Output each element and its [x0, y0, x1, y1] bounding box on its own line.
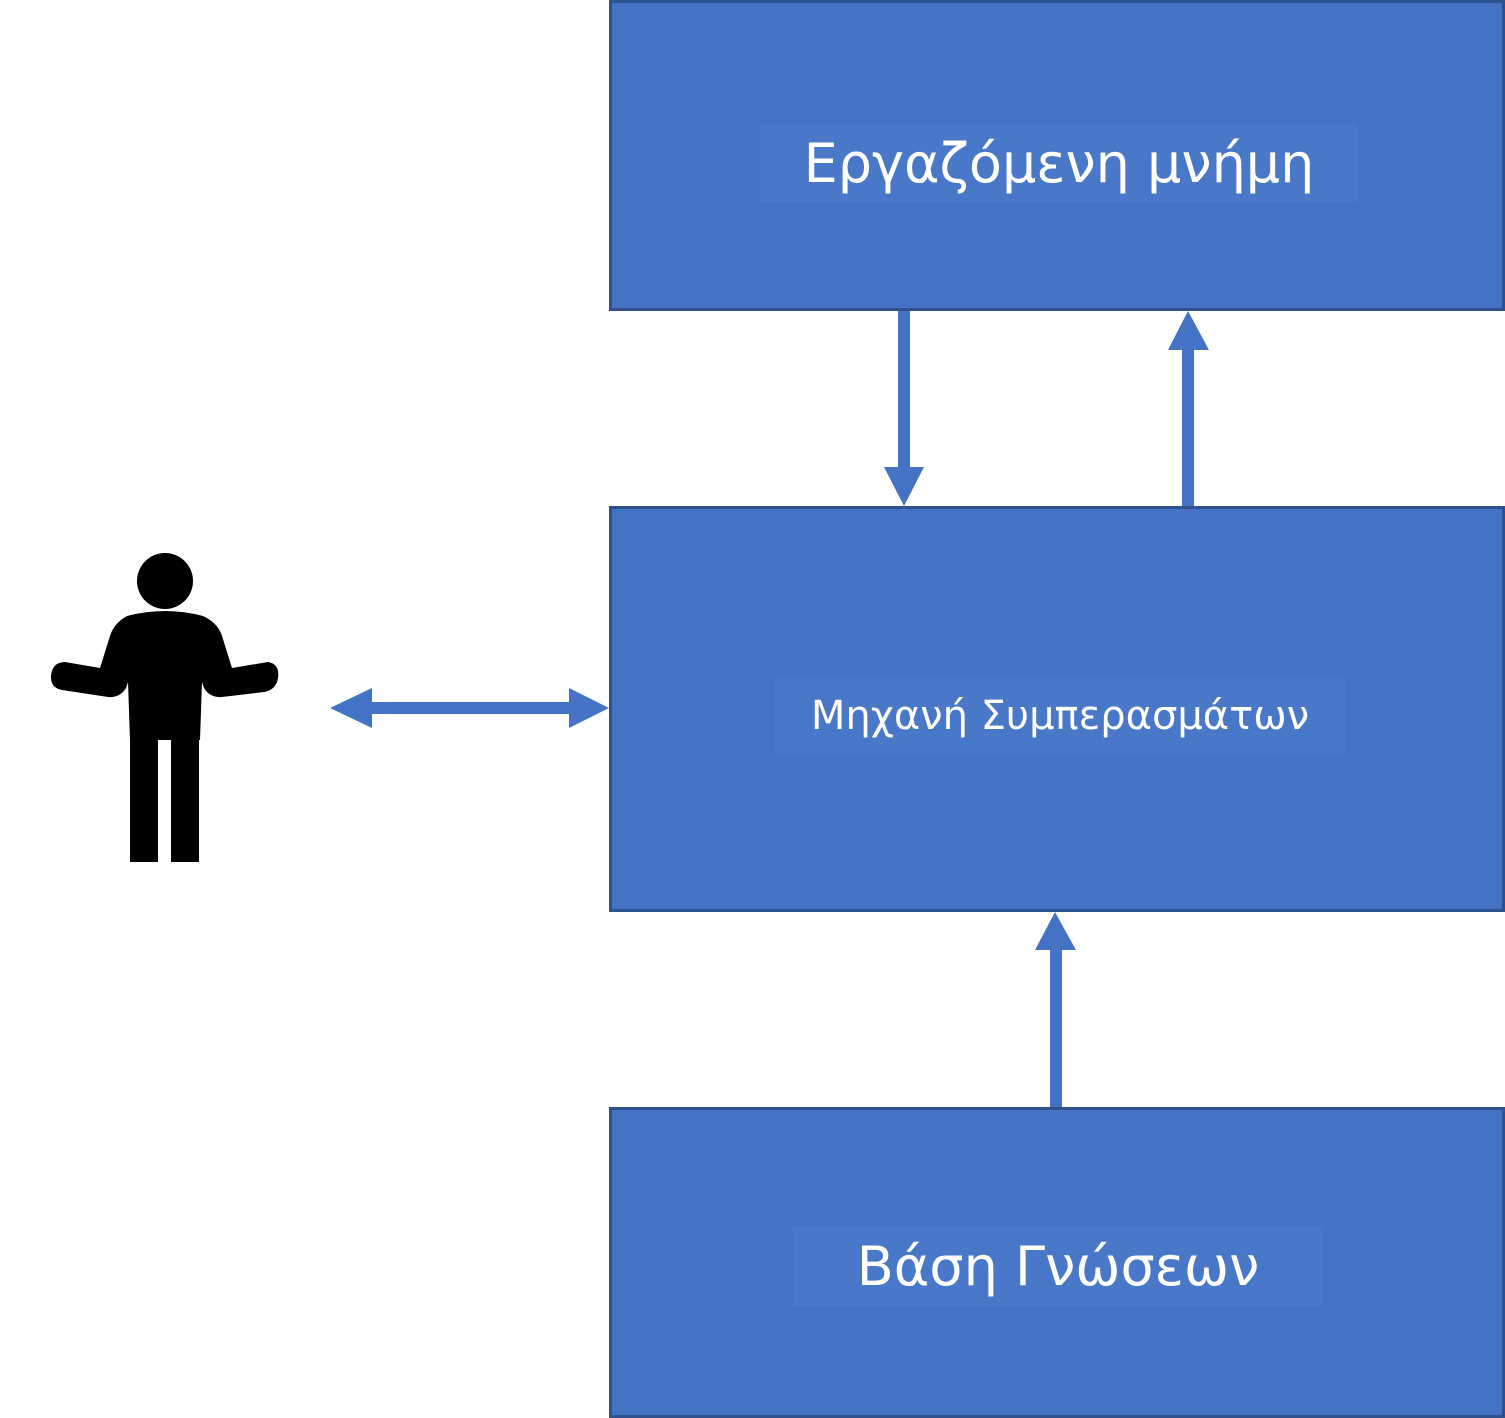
arrow-user-engine-bidirectional	[330, 688, 609, 728]
knowledge-base-box: Βάση Γνώσεων	[609, 1107, 1505, 1418]
working-memory-box: Εργαζόμενη μνήμη	[609, 0, 1505, 311]
working-memory-label: Εργαζόμενη μνήμη	[760, 124, 1358, 202]
inference-engine-box: Μηχανή Συμπερασμάτων	[609, 506, 1505, 912]
arrow-knowledge-to-engine	[1035, 912, 1076, 1107]
arrow-memory-to-engine	[884, 311, 924, 506]
arrow-engine-to-memory	[1168, 311, 1209, 506]
person-shrugging-icon	[50, 553, 279, 862]
inference-engine-label: Μηχανή Συμπερασμάτων	[775, 677, 1345, 755]
knowledge-base-label: Βάση Γνώσεων	[793, 1226, 1323, 1306]
